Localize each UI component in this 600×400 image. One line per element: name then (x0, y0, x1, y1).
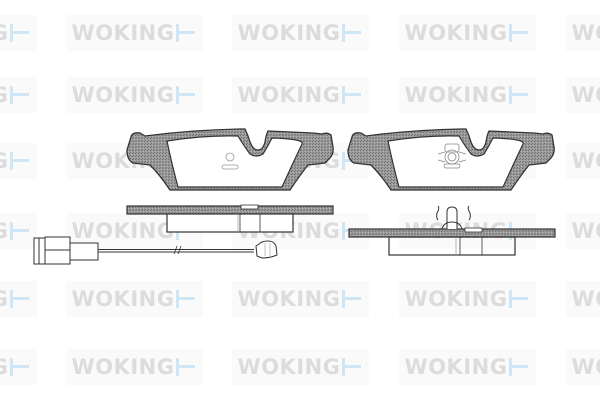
watermark-tile: WOKING (566, 77, 600, 113)
watermark-tile: WOKING (232, 349, 369, 385)
watermark-tile: WOKING (0, 213, 37, 249)
wear-sensor (33, 236, 278, 265)
woking-t-mark-icon (175, 358, 197, 376)
watermark-tile: WOKING (0, 15, 37, 51)
woking-t-mark-icon (175, 86, 197, 104)
woking-t-mark-icon (9, 24, 31, 42)
watermark-tile: WOKING (566, 213, 600, 249)
woking-t-mark-icon (508, 358, 530, 376)
watermark-text: WOKING (0, 83, 8, 107)
watermark-text: WOKING (237, 355, 341, 379)
watermark-tile: WOKING (66, 77, 203, 113)
anti-rattle-clip-icon (437, 143, 467, 169)
watermark-text: WOKING (71, 219, 175, 243)
woking-t-mark-icon (341, 86, 363, 104)
watermark-tile: WOKING (232, 77, 369, 113)
watermark-tile: WOKING (66, 15, 203, 51)
watermark-text: WOKING (404, 21, 508, 45)
watermark-text: WOKING (571, 83, 600, 107)
watermark-tile: WOKING (0, 143, 37, 179)
watermark-text: WOKING (0, 149, 8, 173)
woking-t-mark-icon (341, 24, 363, 42)
watermark-tile: WOKING (66, 349, 203, 385)
watermark-text: WOKING (71, 83, 175, 107)
woking-t-mark-icon (508, 24, 530, 42)
pad-front-view-right (347, 128, 555, 191)
watermark-text: WOKING (71, 355, 175, 379)
woking-t-mark-icon (9, 358, 31, 376)
woking-t-mark-icon (175, 290, 197, 308)
woking-t-mark-icon (9, 290, 31, 308)
woking-t-mark-icon (508, 86, 530, 104)
watermark-tile: WOKING (566, 143, 600, 179)
watermark-text: WOKING (404, 287, 508, 311)
watermark-text: WOKING (571, 287, 600, 311)
watermark-text: WOKING (71, 21, 175, 45)
watermark-text: WOKING (237, 287, 341, 311)
watermark-tile: WOKING (0, 349, 37, 385)
watermark-text: WOKING (0, 21, 8, 45)
watermark-text: WOKING (237, 21, 341, 45)
watermark-text: WOKING (0, 287, 8, 311)
watermark-tile: WOKING (399, 349, 536, 385)
watermark-text: WOKING (0, 355, 8, 379)
woking-t-mark-icon (9, 152, 31, 170)
watermark-text: WOKING (571, 149, 600, 173)
watermark-text: WOKING (237, 83, 341, 107)
watermark-tile: WOKING (232, 281, 369, 317)
watermark-tile: WOKING (399, 15, 536, 51)
woking-t-mark-icon (9, 86, 31, 104)
woking-t-mark-icon (341, 358, 363, 376)
watermark-text: WOKING (404, 355, 508, 379)
woking-t-mark-icon (9, 222, 31, 240)
watermark-tile: WOKING (566, 281, 600, 317)
woking-t-mark-icon (341, 290, 363, 308)
woking-t-mark-icon (175, 24, 197, 42)
watermark-tile: WOKING (232, 15, 369, 51)
watermark-text: WOKING (571, 219, 600, 243)
watermark-text: WOKING (71, 287, 175, 311)
pad-front-view-left (126, 128, 334, 191)
pad-side-view-left (126, 204, 334, 233)
watermark-tile: WOKING (399, 281, 536, 317)
watermark-tile: WOKING (566, 15, 600, 51)
watermark-tile: WOKING (399, 77, 536, 113)
watermark-text: WOKING (571, 355, 600, 379)
watermark-tile: WOKING (66, 281, 203, 317)
watermark-tile: WOKING (0, 281, 37, 317)
watermark-text: WOKING (404, 83, 508, 107)
watermark-tile: WOKING (0, 77, 37, 113)
pad-side-view-right (348, 205, 556, 256)
wear-indicator-hole-icon (225, 152, 235, 162)
watermark-text: WOKING (571, 21, 600, 45)
watermark-tile: WOKING (566, 349, 600, 385)
watermark-text: WOKING (0, 219, 8, 243)
woking-t-mark-icon (508, 290, 530, 308)
